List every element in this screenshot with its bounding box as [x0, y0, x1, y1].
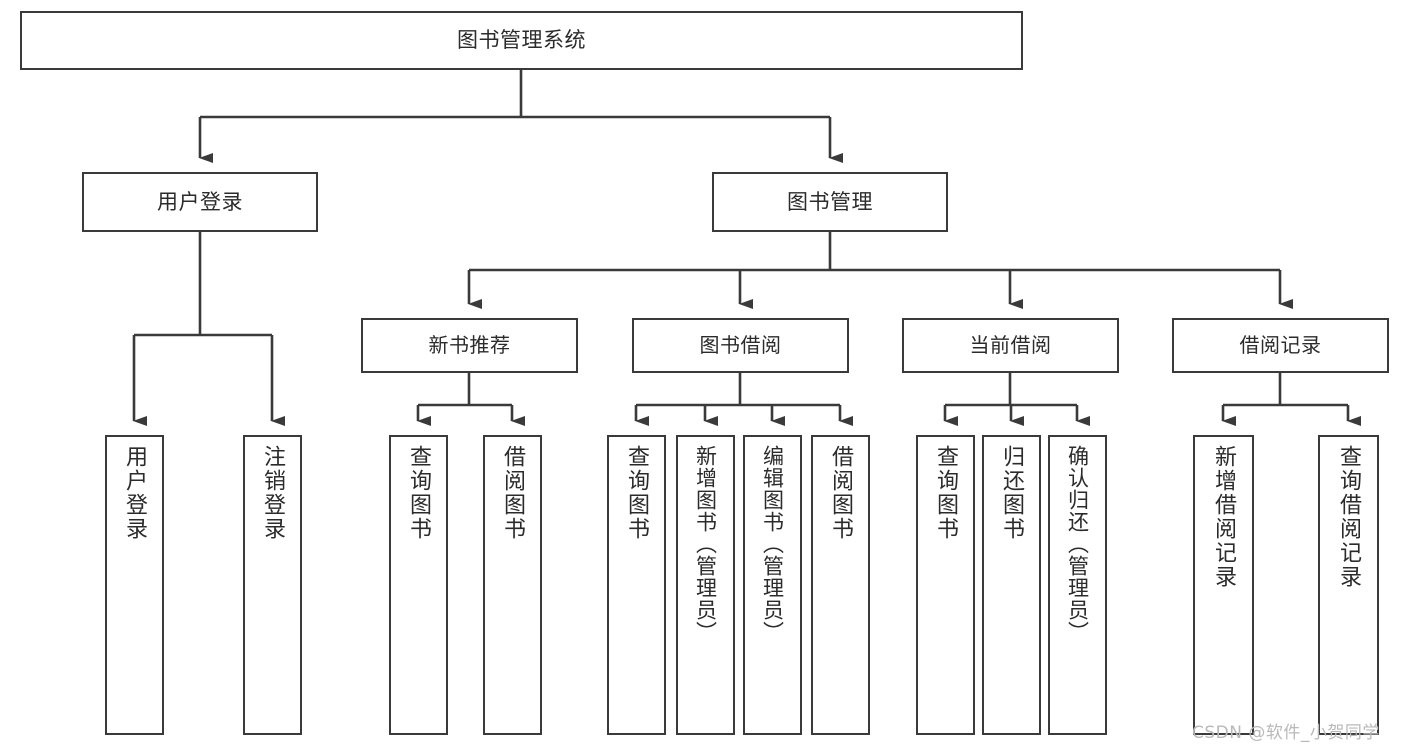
node-label: 图书借阅	[699, 332, 782, 357]
node-label: 新书推荐	[428, 332, 511, 357]
leaf-new-book-query-book[interactable]: 查询图书	[389, 435, 448, 735]
node-label: 新增图书（管理员）	[693, 445, 718, 643]
leaf-current-borrow-confirm-return-admin[interactable]: 确认归还（管理员）	[1048, 435, 1107, 735]
node-label: 新增借阅记录	[1211, 445, 1237, 589]
node-label: 借阅图书	[828, 445, 854, 541]
leaf-borrow-record-add-record[interactable]: 新增借阅记录	[1193, 435, 1254, 735]
node-user-login[interactable]: 用户登录	[82, 172, 318, 232]
leaf-borrow-record-query-record[interactable]: 查询借阅记录	[1318, 435, 1379, 735]
node-label: 用户登录	[122, 445, 148, 541]
node-label: 当前借阅	[969, 332, 1052, 357]
node-current-borrow[interactable]: 当前借阅	[902, 318, 1119, 373]
leaf-book-borrow-borrow-book[interactable]: 借阅图书	[811, 435, 870, 735]
leaf-book-borrow-edit-book-admin[interactable]: 编辑图书（管理员）	[743, 435, 802, 735]
node-label: 查询图书	[933, 445, 959, 541]
leaf-user-login-logout[interactable]: 注销登录	[243, 435, 302, 735]
node-label: 查询图书	[624, 445, 650, 541]
node-label: 注销登录	[260, 445, 286, 541]
node-label: 编辑图书（管理员）	[760, 445, 785, 643]
node-label: 借阅记录	[1239, 332, 1322, 357]
leaf-new-book-borrow-book[interactable]: 借阅图书	[483, 435, 542, 735]
leaf-book-borrow-add-book-admin[interactable]: 新增图书（管理员）	[676, 435, 735, 735]
node-label: 借阅图书	[500, 445, 526, 541]
node-new-book-recommend[interactable]: 新书推荐	[361, 318, 578, 373]
node-label: 确认归还（管理员）	[1065, 445, 1090, 643]
csdn-watermark: CSDN @软件_小贺同学	[1192, 723, 1380, 743]
leaf-current-borrow-query-book[interactable]: 查询图书	[916, 435, 975, 735]
leaf-book-borrow-query-book[interactable]: 查询图书	[607, 435, 666, 735]
node-root-book-management-system[interactable]: 图书管理系统	[20, 11, 1023, 70]
node-label: 图书管理系统	[457, 28, 586, 53]
node-label: 归还图书	[999, 445, 1025, 541]
node-book-management[interactable]: 图书管理	[712, 172, 948, 232]
leaf-user-login-login[interactable]: 用户登录	[105, 435, 164, 735]
node-label: 图书管理	[787, 189, 873, 214]
leaf-current-borrow-return-book[interactable]: 归还图书	[982, 435, 1041, 735]
node-label: 查询借阅记录	[1336, 445, 1362, 589]
node-label: 查询图书	[406, 445, 432, 541]
node-borrow-record[interactable]: 借阅记录	[1172, 318, 1389, 373]
node-book-borrow[interactable]: 图书借阅	[632, 318, 849, 373]
node-label: 用户登录	[157, 189, 243, 214]
